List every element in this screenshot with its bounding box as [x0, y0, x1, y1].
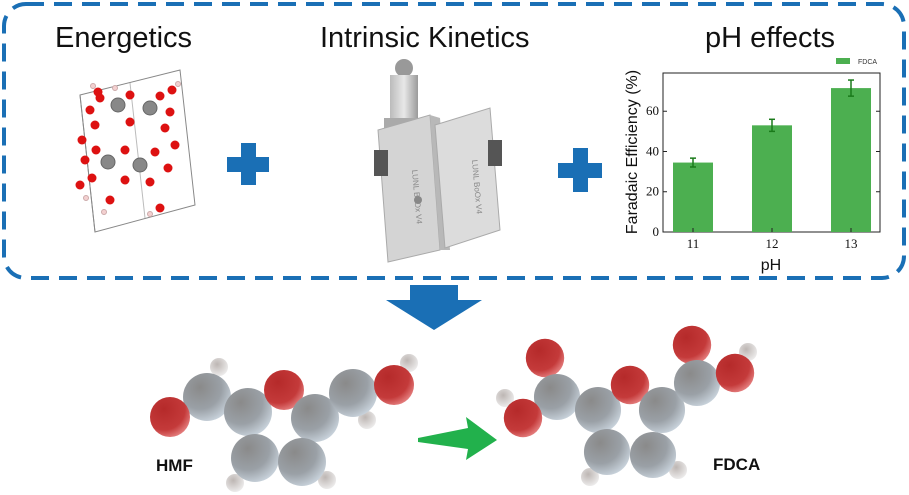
hmf-label: HMF	[156, 456, 193, 475]
oxygen-atom	[150, 147, 160, 157]
carbon-atom	[583, 428, 631, 476]
carbon-atom	[183, 373, 231, 421]
dashed-frame	[2, 2, 906, 280]
y-tick-label: 40	[646, 143, 659, 158]
hydrogen-atom	[318, 471, 336, 489]
oxygen-atom	[715, 353, 755, 393]
oxygen-atom	[374, 365, 414, 405]
hydrogen-atom	[147, 211, 153, 217]
reaction-arrow-icon	[418, 417, 497, 460]
oxygen-atom	[264, 370, 304, 410]
hydrogen-atom	[358, 411, 376, 429]
oxygen-atom	[170, 140, 180, 150]
oxygen-atom	[120, 145, 130, 155]
oxygen-atom	[75, 180, 85, 190]
faradaic-efficiency-chart: 11 12 13 0 20 40 60 pH Faradaic Efficiency (%) FD…	[624, 58, 881, 274]
hydrogen-atom	[83, 195, 89, 201]
bar-13	[831, 88, 871, 232]
energetics-title: Energetics	[55, 22, 193, 54]
oxygen-atom	[85, 105, 95, 115]
fdca-molecule	[496, 325, 757, 486]
hydrogen-atom	[400, 354, 418, 372]
oxygen-atom	[525, 338, 565, 378]
oxygen-atom	[672, 325, 712, 365]
oxygen-atom	[125, 90, 135, 100]
oxygen-atom	[77, 135, 87, 145]
oxygen-atom	[80, 155, 90, 165]
legend-swatch	[836, 58, 850, 64]
oxygen-atom	[90, 120, 100, 130]
hmf-molecule	[150, 354, 418, 492]
oxygen-atom	[93, 87, 103, 97]
oxygen-atom	[163, 163, 173, 173]
legend-label: FDCA	[858, 59, 877, 66]
y-tick-label: 60	[646, 103, 659, 118]
y-tick-label: 0	[653, 224, 660, 239]
carbon-atom	[638, 386, 686, 434]
oxygen-atom	[87, 173, 97, 183]
metal-atom	[132, 157, 148, 173]
bar-12	[752, 125, 792, 232]
carbon-atom	[673, 359, 721, 407]
oxygen-atom	[91, 145, 101, 155]
hydrogen-atom	[175, 81, 181, 87]
x-tick-label: 13	[845, 236, 858, 251]
crystal-structure-image	[75, 69, 196, 233]
x-axis-label: pH	[761, 257, 781, 274]
oxygen-atom	[155, 203, 165, 213]
y-axis-label: Faradaic Efficiency (%)	[624, 70, 641, 234]
hydrogen-atom	[581, 468, 599, 486]
oxygen-atom	[125, 117, 135, 127]
arrow-down-icon	[386, 285, 482, 330]
oxygen-atom	[145, 177, 155, 187]
oxygen-atom	[150, 397, 190, 437]
hydrogen-atom	[112, 85, 118, 91]
oxygen-atom	[160, 123, 170, 133]
oxygen-atom	[105, 195, 115, 205]
carbon-atom	[291, 394, 339, 442]
carbon-atom	[629, 431, 677, 479]
bar-11	[673, 162, 713, 232]
hydrogen-atom	[496, 389, 514, 407]
plus-icon	[227, 143, 269, 185]
fdca-label: FDCA	[713, 455, 761, 474]
carbon-atom	[231, 434, 279, 482]
kinetics-title: Intrinsic Kinetics	[320, 22, 530, 54]
oxygen-atom	[155, 91, 165, 101]
metal-atom	[142, 100, 158, 116]
hydrogen-atom	[101, 209, 107, 215]
oxygen-atom	[503, 398, 543, 438]
hydrogen-atom	[210, 358, 228, 376]
oxygen-atom	[120, 175, 130, 185]
carbon-atom	[278, 438, 326, 486]
carbon-atom	[574, 386, 622, 434]
ph-effects-title: pH effects	[705, 22, 836, 54]
y-tick-label: 20	[646, 184, 659, 199]
hydrogen-atom	[226, 474, 244, 492]
oxygen-atom	[165, 107, 175, 117]
oxygen-atom	[167, 85, 177, 95]
oxygen-atom	[610, 365, 650, 405]
metal-atom	[100, 154, 116, 170]
plus-icon	[558, 148, 602, 192]
hydrogen-atom	[90, 83, 96, 89]
carbon-atom	[224, 388, 272, 436]
electrochemical-cell-image: LUNL BoOx V4 LUNL BoOx V4	[374, 59, 502, 263]
carbon-atom	[533, 373, 581, 421]
metal-atom	[110, 97, 126, 113]
x-tick-label: 11	[687, 236, 700, 251]
carbon-atom	[329, 369, 377, 417]
x-tick-label: 12	[766, 236, 779, 251]
